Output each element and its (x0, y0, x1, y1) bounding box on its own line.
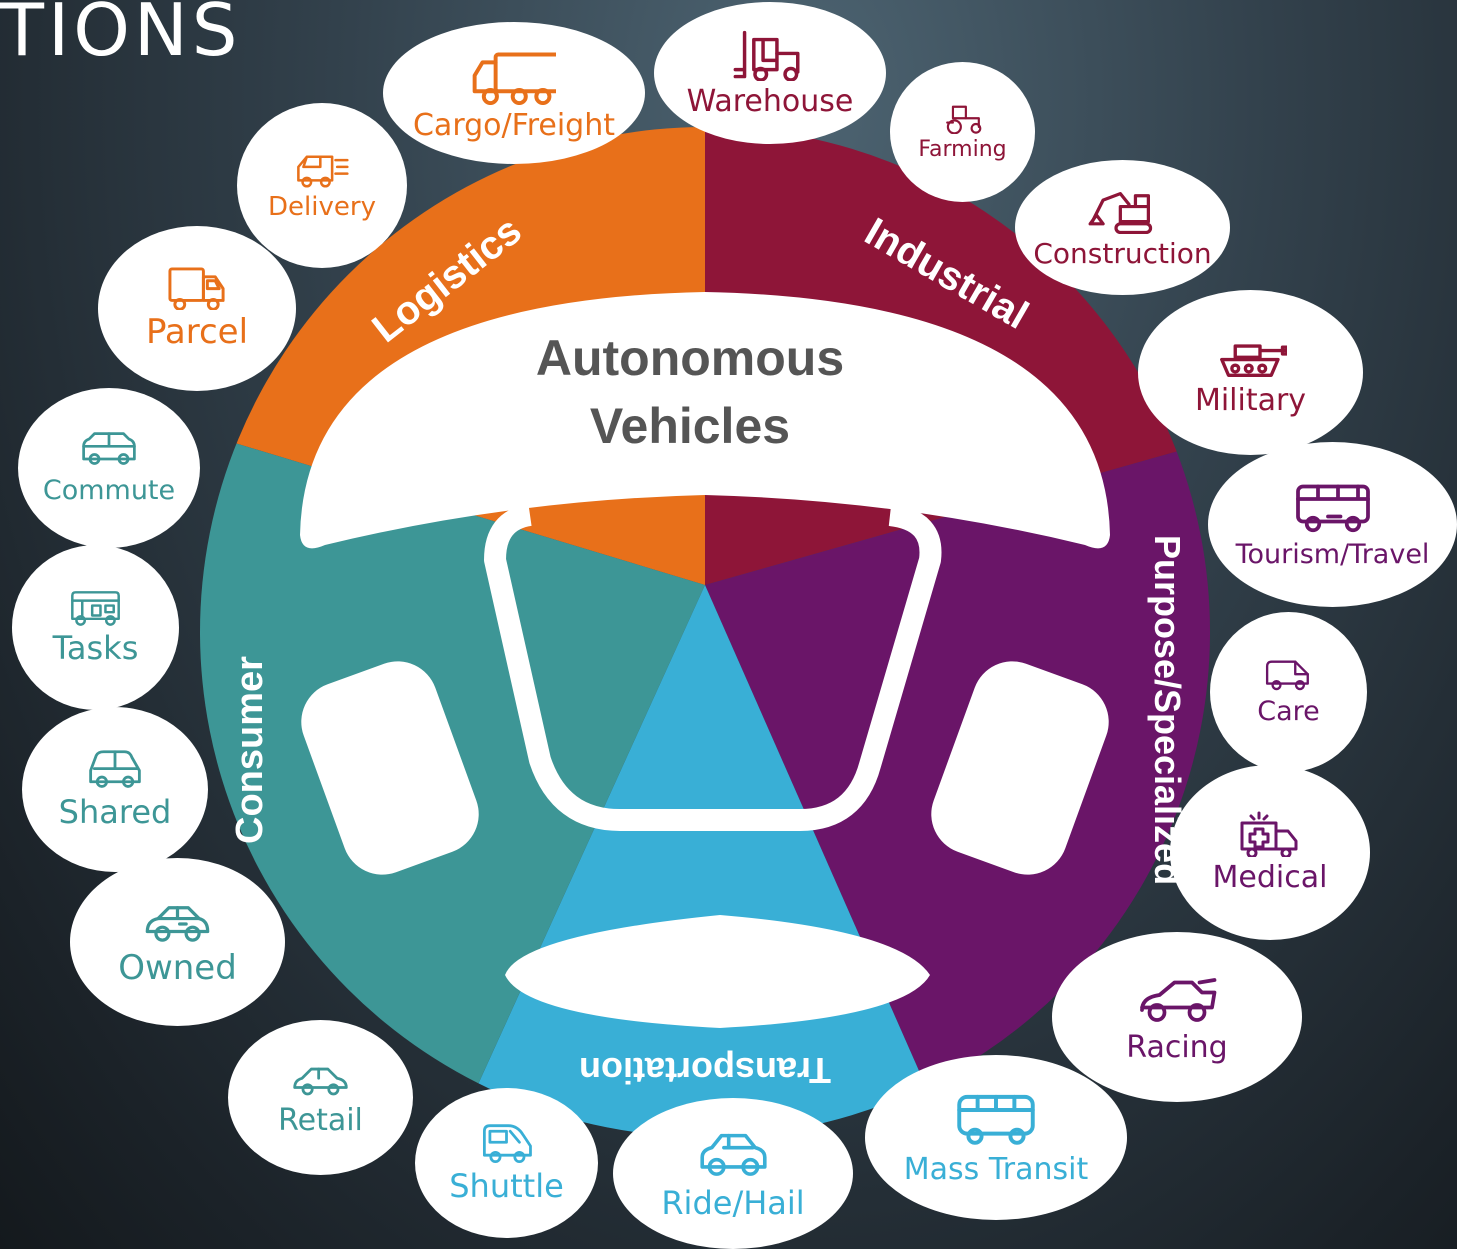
bubble-label: Retail (278, 1103, 363, 1139)
bubble-warehouse: Warehouse (654, 2, 886, 144)
bubble-label: Farming (918, 137, 1007, 163)
hatchback-icon (85, 748, 145, 791)
cargo-truck-icon (472, 44, 556, 105)
bubble-shared: Shared (22, 707, 208, 872)
camper-van-icon (69, 589, 122, 627)
race-car-icon (1137, 970, 1217, 1028)
bubble-shuttle: Shuttle (415, 1088, 598, 1238)
bubble-label: Construction (1033, 236, 1212, 270)
bubble-retail: Retail (228, 1020, 413, 1175)
wheel-left-grip (301, 661, 479, 875)
wheel-bottom-shape (505, 915, 930, 1028)
box-truck-icon (166, 265, 229, 311)
bubble-farming: Farming (890, 62, 1035, 202)
bubble-medical: Medical (1170, 765, 1370, 940)
bubble-ride-hail: Ride/Hail (613, 1098, 853, 1249)
bubble-label: Medical (1212, 860, 1328, 895)
bus-icon (954, 1089, 1038, 1149)
bubble-label: Commute (42, 475, 176, 506)
excavator-icon (1088, 185, 1157, 235)
bubble-label: Mass Transit (903, 1152, 1089, 1188)
bubble-care: Care (1210, 612, 1367, 772)
bubble-label: Care (1257, 696, 1320, 728)
bubble-label: Racing (1126, 1030, 1228, 1066)
bubble-label: Shared (58, 793, 172, 832)
bubble-label: Cargo/Freight (412, 107, 615, 143)
center-title-line2: Vehicles (590, 398, 790, 454)
coach-bus-icon (1293, 479, 1373, 537)
bubble-military: Military (1138, 290, 1363, 455)
bubble-label: Military (1194, 382, 1307, 418)
bubble-label: Tasks (52, 628, 139, 667)
bubble-racing: Racing (1052, 932, 1302, 1102)
tractor-icon (940, 101, 986, 135)
bubble-label: Parcel (145, 312, 249, 353)
forklift-icon (733, 28, 807, 82)
sedan-icon (291, 1058, 350, 1100)
ambulance-icon (1238, 811, 1302, 857)
bubble-mass-transit: Mass Transit (865, 1055, 1127, 1220)
bubble-label: Shuttle (449, 1166, 564, 1205)
fast-van-icon (295, 150, 349, 189)
wheel-right-grip (931, 661, 1109, 875)
tank-icon (1215, 328, 1287, 380)
segment-label-transportation: Transportation (579, 1050, 831, 1091)
suv-icon (80, 430, 138, 472)
center-title-line1: Autonomous (536, 330, 844, 386)
segment-consumer (200, 360, 705, 1137)
compact-car-icon (695, 1126, 772, 1181)
bubble-label: Delivery (268, 191, 376, 222)
bubble-delivery: Delivery (237, 103, 407, 268)
wheel-outline (484, 504, 942, 831)
bubble-parcel: Parcel (98, 226, 296, 391)
bubble-tasks: Tasks (12, 545, 179, 710)
bubble-label: Warehouse (686, 84, 854, 120)
bubble-cargo-freight: Cargo/Freight (383, 22, 645, 164)
shuttle-pod-icon (477, 1122, 536, 1164)
page-title: TIONS (0, 0, 242, 72)
coupe-icon (143, 897, 212, 947)
bubble-label: Owned (118, 948, 237, 989)
bubble-tourism-travel: Tourism/Travel (1208, 442, 1457, 607)
wheel-top-shape (300, 292, 1110, 549)
segment-specialized (705, 360, 1210, 1137)
bubble-label: Ride/Hail (661, 1183, 805, 1222)
segment-label-consumer: Consumer (229, 656, 271, 844)
bubble-construction: Construction (1015, 160, 1230, 295)
bubble-commute: Commute (18, 388, 200, 548)
bubble-label: Tourism/Travel (1235, 539, 1430, 571)
van-icon (1264, 657, 1314, 693)
bubble-owned: Owned (70, 858, 285, 1026)
